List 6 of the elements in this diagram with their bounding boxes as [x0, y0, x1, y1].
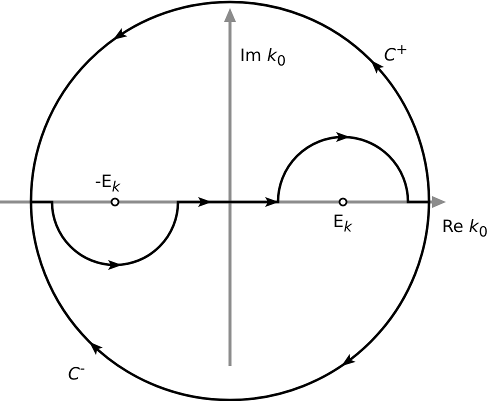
axis-label: Re k$_{0}$ — [442, 217, 488, 240]
axis-label: Im k$_{0}$ — [240, 46, 286, 70]
contour-label: C$^{-}$ — [68, 361, 85, 385]
contour-label: C$^{+}$ — [384, 42, 408, 66]
pole-label: E$_{k}$ — [333, 212, 352, 236]
pole-label: -E$_{k}$ — [95, 172, 120, 196]
